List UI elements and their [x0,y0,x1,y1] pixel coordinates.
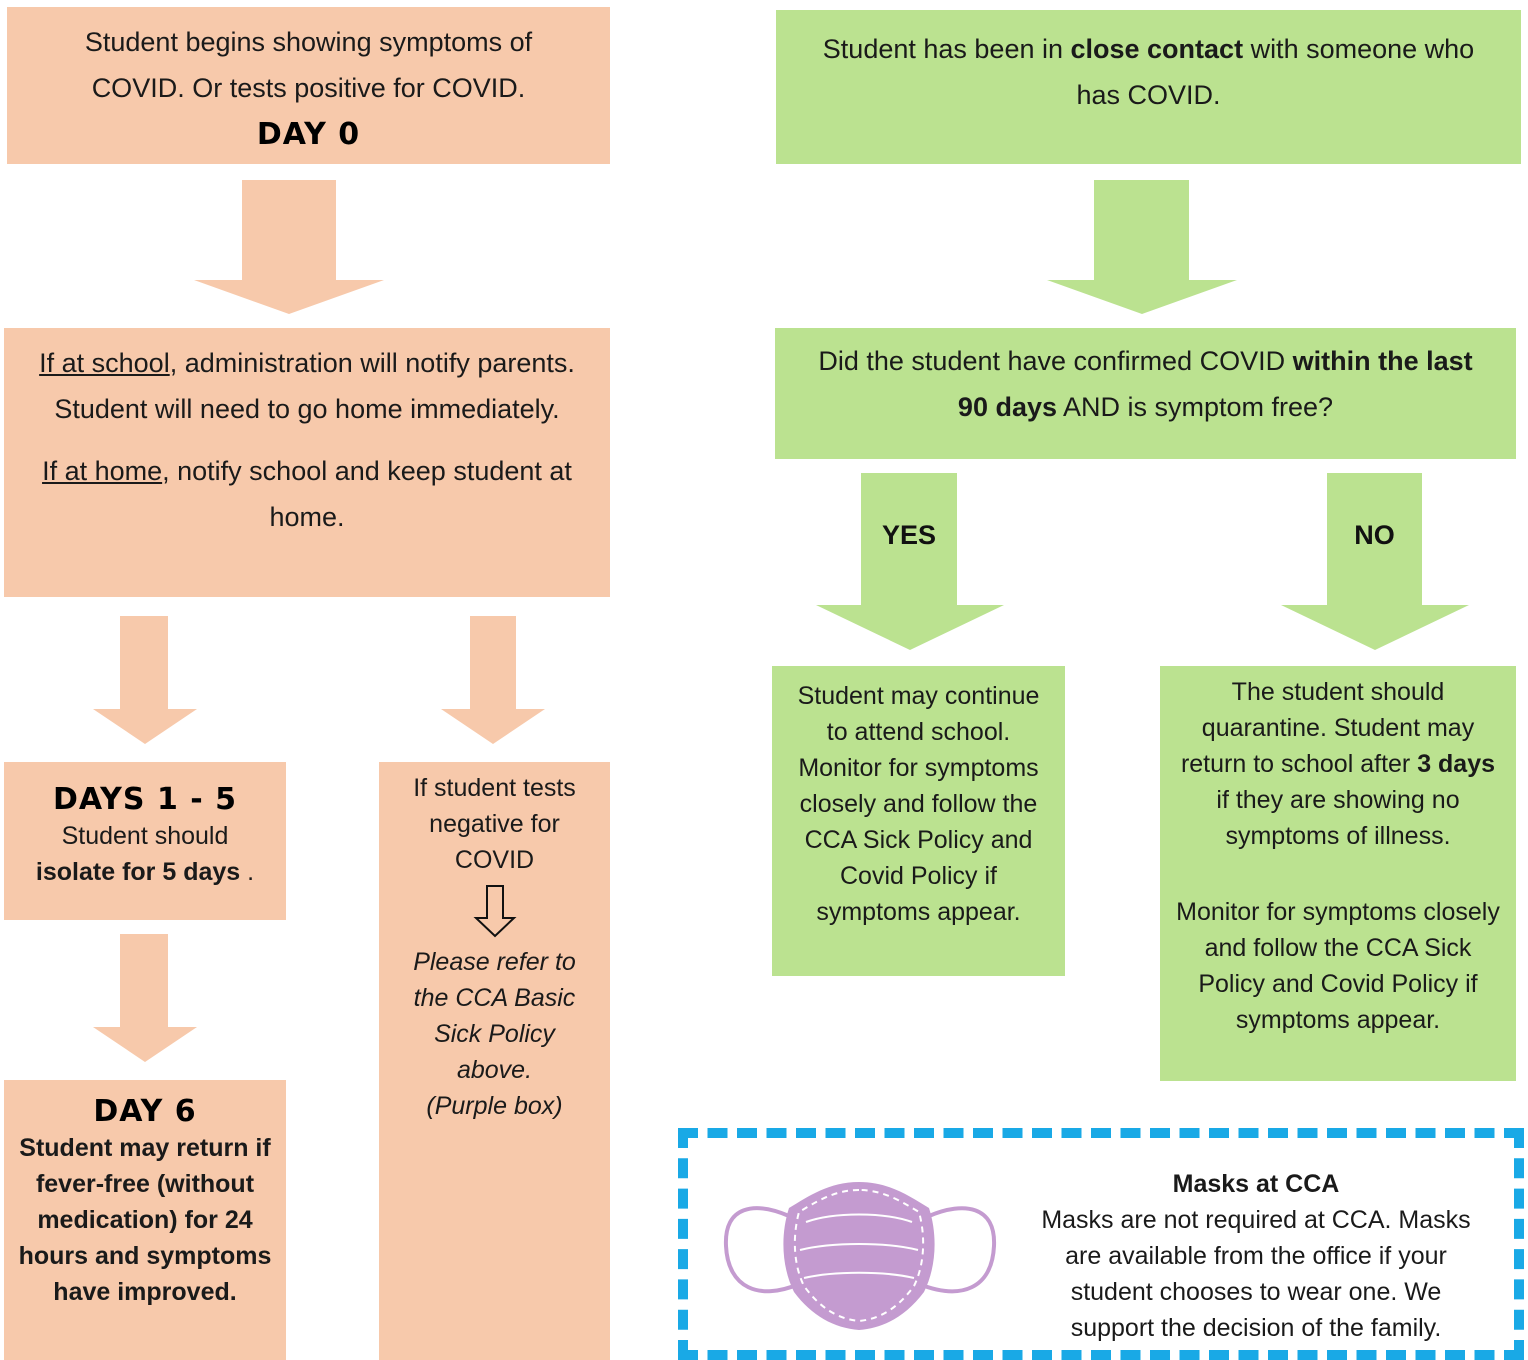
masks-text: Masks are not required at CCA. Masks are… [1041,1206,1471,1342]
return-box: DAY 6 Student may return if fever-free (… [4,1080,286,1360]
no-box-text: The student should quarantine. Student m… [1180,678,1496,850]
face-mask-icon [723,1182,997,1330]
arrow-down-icon [93,616,197,744]
yes-arrow-icon [816,473,1004,650]
notify-box: If at school, administration will notify… [4,328,610,597]
negative-box: If student tests negative for COVID Plea… [379,762,610,1360]
return-text: Student may return if fever-free (withou… [18,1134,272,1306]
contact-text: Student has been in close contact with s… [822,34,1475,110]
arrow-down-icon [441,616,545,744]
symptoms-box: Student begins showing symptoms of COVID… [7,7,610,164]
no-box: The student should quarantine. Student m… [1160,666,1516,1081]
arrow-down-icon [194,180,384,314]
symptoms-text: Student begins showing symptoms of COVID… [84,27,533,103]
arrow-down-icon [93,934,197,1062]
yes-box: Student may continue to attend school. M… [772,666,1065,976]
no-box-monitor-text: Monitor for symptoms closely and follow … [1176,898,1500,1034]
yes-box-text: Student may continue to attend school. M… [797,682,1040,926]
yes-label: YES [881,520,937,550]
masks-box: Masks at CCA Masks are not required at C… [678,1128,1524,1360]
arrow-down-icon [1047,180,1237,314]
no-arrow-icon [1281,473,1469,650]
negative-text: If student tests negative for COVID [413,774,576,874]
isolate-text-line: Student should [61,822,229,850]
question-box: Did the student have confirmed COVID wit… [775,328,1516,459]
outline-arrow-down-icon [472,885,517,938]
notify-home-text: If at home, notify school and keep stude… [42,456,572,532]
negative-note: Please refer to the CCA Basic Sick Polic… [413,948,576,1084]
day-6-label: DAY 6 [93,1094,197,1129]
question-text: Did the student have confirmed COVID wit… [818,346,1473,422]
masks-title: Masks at CCA [1172,1170,1340,1198]
notify-school-text: If at school, administration will notify… [39,348,575,424]
masks-text-block: Masks at CCA Masks are not required at C… [1026,1166,1486,1346]
isolate-box: DAYS 1 - 5 Student should isolate for 5 … [4,762,286,920]
day-0-label: DAY 0 [256,117,361,152]
isolate-duration-text: isolate for 5 days . [35,858,255,886]
no-label: NO [1354,520,1395,550]
if-at-school-label: If at school [39,348,170,378]
days-1-5-label: DAYS 1 - 5 [52,782,238,817]
if-at-home-label: If at home [42,456,163,486]
negative-note-purple: (Purple box) [426,1092,563,1120]
contact-box: Student has been in close contact with s… [776,10,1521,164]
